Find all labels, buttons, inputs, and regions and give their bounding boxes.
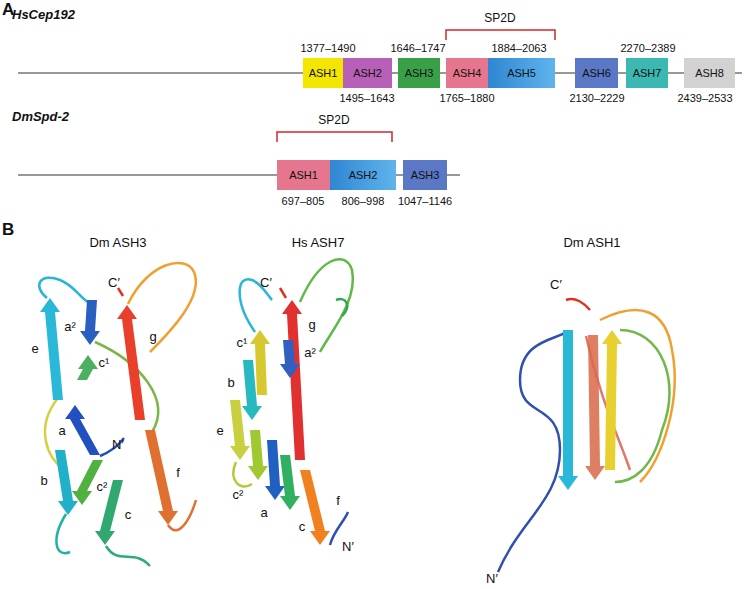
strand-label: C′ [260,276,272,291]
domain-box: ASH6 [575,58,618,88]
domain-name: ASH2 [349,169,378,181]
domain-box: ASH2 [330,160,396,190]
residue-range: 1047–1146 [398,195,452,208]
domain-box: ASH1 [303,58,343,88]
domain-box: ASH8 [684,58,735,88]
strand-label: f [336,494,340,509]
protein-name: HsCep192 [12,8,75,23]
structure-title: Hs ASH7 [292,236,345,251]
residue-range: 2439–2533 [677,92,732,105]
strand-label: a² [304,346,316,361]
domain-box: ASH3 [403,160,447,190]
strand-label: a [260,506,267,521]
strand-label: c [299,520,306,535]
strand-label: g [149,330,156,345]
domain-name: ASH7 [633,67,662,79]
ribbon-dm-ash3 [39,263,196,566]
domain-name: ASH3 [405,67,434,79]
residue-range: 806–998 [342,195,385,208]
strand-label: N′ [342,540,354,555]
sp2d-bracket [277,132,392,142]
ribbon-dm-ash1 [498,299,675,572]
protein-name: DmSpd-2 [12,110,69,125]
domain-box: ASH3 [398,58,440,88]
domain-box: ASH5 [488,58,555,88]
structure-title: Dm ASH3 [89,236,146,251]
strand-label: c [125,508,132,523]
residue-range: 1646–1747 [390,42,445,55]
strand-label: c¹ [237,336,248,351]
residue-range: 2270–2389 [620,42,675,55]
strand-label: c¹ [99,356,110,371]
terminus-label: N′ [486,572,498,587]
domain-name: ASH2 [353,67,382,79]
strand-label: e [31,342,38,357]
strand-label: C′ [108,276,120,291]
strand-label: N′ [112,438,124,453]
strand-label: b [40,474,47,489]
strand-label: a [58,424,65,439]
residue-range: 1377–1490 [300,42,355,55]
domain-name: ASH6 [582,67,611,79]
residue-range: 697–805 [282,195,325,208]
strand-label: e [216,424,223,439]
ribbon-hs-ash7 [230,259,353,545]
residue-range: 1765–1880 [439,92,494,105]
domain-name: ASH1 [309,67,338,79]
structure-title: Dm ASH1 [563,236,620,251]
domain-name: ASH1 [289,169,318,181]
domain-name: ASH3 [411,169,440,181]
region-name: SP2D [318,114,349,128]
domain-name: ASH8 [695,67,724,79]
strand-label: c² [97,480,108,495]
residue-range: 1884–2063 [491,42,546,55]
domain-box: ASH7 [626,58,668,88]
strand-label: f [176,466,180,481]
sp2d-bracket [446,30,555,40]
domain-box: ASH2 [343,58,392,88]
panel-letter: B [2,220,14,240]
residue-range: 1495–1643 [339,92,394,105]
strand-label: g [308,318,315,333]
domain-box: ASH4 [446,58,488,88]
strand-label: b [227,376,234,391]
residue-range: 2130–2229 [569,92,624,105]
strand-label: c² [233,488,244,503]
strand-label: a² [64,320,76,335]
domain-name: ASH4 [453,67,482,79]
terminus-label: C′ [550,278,562,293]
region-name: SP2D [484,12,515,26]
domain-name: ASH5 [507,67,536,79]
domain-box: ASH1 [277,160,330,190]
